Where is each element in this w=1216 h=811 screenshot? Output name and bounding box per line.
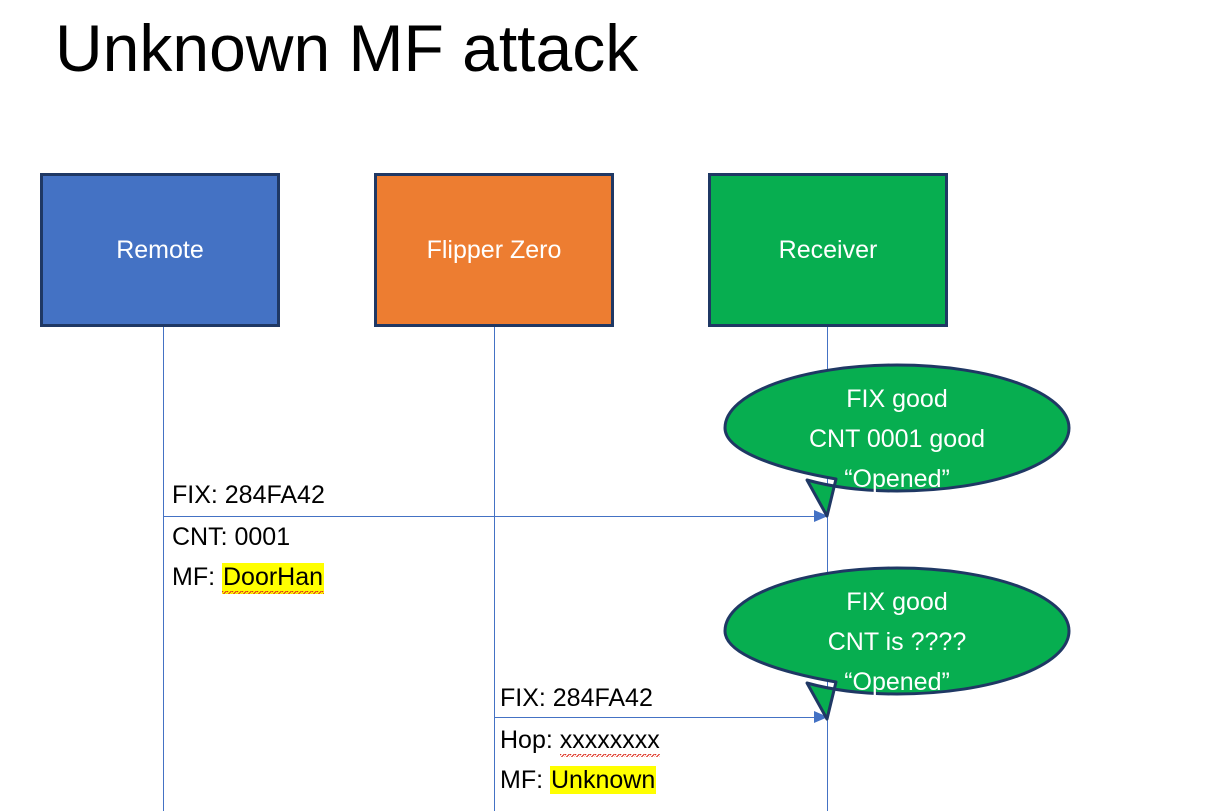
actor-label-remote: Remote [116,235,204,264]
balloon2-line2: CNT is ???? [827,628,967,656]
actor-box-flipper[interactable]: Flipper Zero [374,173,614,327]
message2-mf-value: Unknown [550,766,657,794]
actor-box-remote[interactable]: Remote [40,173,280,327]
speech-balloon-receiver-1: FIX good CNT 0001 good “Opened” [723,363,1071,518]
message2-detail-lines: Hop: xxxxxxxx MF: Unknown [500,720,660,800]
message2-hop-prefix: Hop: [500,726,560,754]
speech-balloon-text-1: FIX good CNT 0001 good “Opened” [723,379,1071,499]
balloon2-line1: FIX good [846,588,948,616]
lifeline-flipper [494,327,495,811]
lifeline-remote [163,327,164,811]
message1-mf-prefix: MF: [172,563,222,591]
lifeline-receiver [827,327,828,811]
balloon1-line1: FIX good [846,385,948,413]
actor-label-receiver: Receiver [778,235,878,264]
balloon2-line3: “Opened” [844,668,950,696]
message1-fix-line: FIX: 284FA42 [172,481,325,509]
message1-mf-line: MF: DoorHan [172,557,325,597]
speech-balloon-shape-1 [723,363,1071,518]
speech-balloon-text-2: FIX good CNT is ???? “Opened” [723,582,1071,702]
speech-balloon-receiver-2: FIX good CNT is ???? “Opened” [723,566,1071,721]
actor-box-receiver[interactable]: Receiver [708,173,948,327]
speech-balloon-shape-2 [723,566,1071,721]
balloon1-line3: “Opened” [844,465,950,493]
message1-detail-lines: CNT: 0001 MF: DoorHan [172,517,325,597]
balloon1-line2: CNT 0001 good [808,425,986,453]
message2-hop-value: xxxxxxxx [559,726,660,757]
page-title: Unknown MF attack [55,11,639,85]
message2-hop-line: Hop: xxxxxxxx [500,720,660,760]
message2-mf-line: MF: Unknown [500,760,660,800]
message2-mf-prefix: MF: [500,766,550,794]
message1-mf-value: DoorHan [222,563,325,594]
actor-label-flipper: Flipper Zero [426,235,562,264]
message2-fix-line: FIX: 284FA42 [500,684,653,712]
message1-cnt-line: CNT: 0001 [172,523,291,551]
